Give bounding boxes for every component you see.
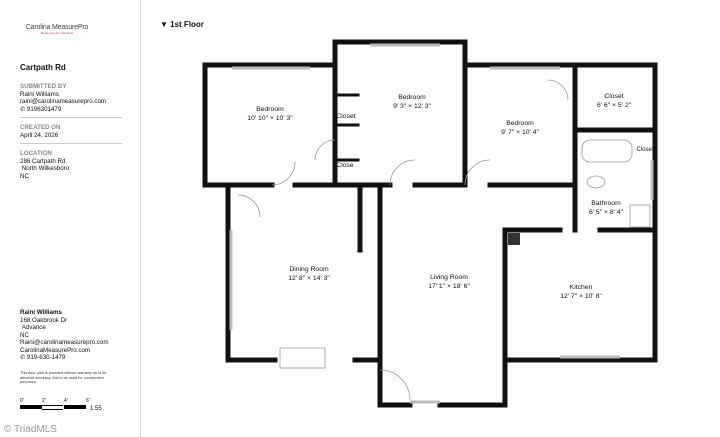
submitter-phone: 9196301479: [26, 105, 62, 113]
property-title: Cartpath Rd: [20, 63, 66, 72]
created-section: CREATED ON April 24, 2026: [20, 124, 122, 139]
created-date: April 24, 2026: [20, 131, 59, 139]
floor-name: 1st Floor: [170, 20, 204, 29]
phone-icon: ✆: [20, 354, 27, 361]
room-closet-4: Closet: [636, 147, 654, 153]
scale-tick: 6': [86, 398, 90, 404]
submitted-label: SUBMITTED BY: [20, 83, 67, 90]
contact-email[interactable]: Raini@carolinameasurepro.com: [20, 339, 109, 346]
submitter-email[interactable]: raini@carolinameasurepro.com: [20, 98, 107, 105]
location-city: North Wilkesboro: [21, 165, 70, 172]
location-section: LOCATION 286 Cartpath Rd North Wilkesbor…: [20, 150, 122, 180]
contact-state: NC: [20, 331, 29, 339]
chimney-icon: [508, 233, 520, 245]
contact-street: 168 Oakbrook Dr: [20, 316, 68, 324]
contact-website[interactable]: CarolinaMeasurePro.com: [20, 346, 91, 354]
location-state: NC: [20, 172, 29, 180]
divider: [20, 143, 122, 144]
watermark: © TriadMLS: [4, 424, 57, 435]
scale-tick: 4': [64, 398, 68, 404]
location-street: 286 Cartpath Rd: [20, 157, 66, 165]
company-logo: Carolina MeasurePro Measuring the Caroli…: [22, 24, 92, 35]
info-sidebar: Carolina MeasurePro Measuring the Caroli…: [0, 0, 141, 437]
logo-tagline: Measuring the Carolinas: [40, 31, 74, 35]
created-label: CREATED ON: [20, 124, 61, 131]
submitted-section: SUBMITTED BY Raini Williams raini@caroli…: [20, 83, 122, 113]
location-label: LOCATION: [20, 150, 52, 157]
caret-down-icon: ▼: [160, 20, 171, 29]
scale-ratio: 1:55: [90, 406, 102, 412]
floor-label[interactable]: ▼ 1st Floor: [160, 20, 204, 29]
contact-city: Advance: [21, 324, 46, 331]
disclaimer: This floor plan is provided without warr…: [20, 371, 107, 384]
room-closet-1: Closet: [336, 113, 356, 120]
scale-tick: 0': [20, 398, 24, 404]
contact-section: Raini Williams 168 Oakbrook Dr Advance N…: [20, 309, 122, 362]
scale-tick: 2': [42, 398, 46, 404]
scale-bar: 0' 2' 4' 6' 1:55: [20, 398, 130, 414]
contact-phone: 919-630-1479: [26, 354, 66, 361]
submitter-name: Raini Williams: [20, 90, 59, 98]
room-closet-2: Close: [336, 162, 354, 169]
logo-name: Carolina MeasurePro: [25, 24, 89, 31]
divider: [20, 117, 122, 118]
contact-name: Raini Williams: [20, 309, 62, 316]
phone-icon: ✆: [20, 105, 27, 113]
